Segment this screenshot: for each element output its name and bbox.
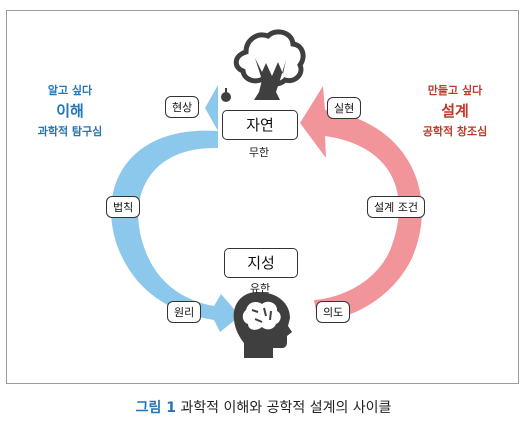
design-text: 만들고 싶다 설계 공학적 창조심 [410, 82, 500, 139]
label-phenomenon: 현상 [165, 96, 200, 118]
tree-with-apple-icon [221, 29, 306, 102]
understanding-line2: 이해 [56, 102, 84, 120]
understanding-text: 알고 싶다 이해 과학적 탐구심 [30, 82, 110, 139]
caption-figure-number: 그림 1 [135, 400, 176, 416]
caption-text: 과학적 이해와 공학적 설계의 사이클 [180, 400, 392, 416]
design-arrow [300, 86, 422, 322]
label-law: 법칙 [106, 196, 141, 218]
label-design-condition: 설계 조건 [367, 196, 425, 218]
label-principle: 원리 [167, 301, 202, 323]
label-reality: 실현 [327, 97, 362, 119]
understanding-line3: 과학적 탐구심 [37, 125, 103, 138]
understanding-arrow [111, 85, 241, 332]
head-brain-icon [233, 292, 292, 358]
design-line1: 만들고 싶다 [427, 84, 483, 97]
understanding-line1: 알고 싶다 [47, 84, 93, 97]
design-line2: 설계 [441, 102, 469, 120]
label-intention: 의도 [316, 301, 351, 323]
nature-box: 자연 [222, 110, 298, 140]
intellect-sub: 유한 [249, 282, 271, 295]
figure-caption: 그림 1 과학적 이해와 공학적 설계의 사이클 [0, 397, 527, 417]
nature-sub: 무한 [248, 146, 270, 159]
intellect-box: 지성 [224, 248, 298, 278]
design-line3: 공학적 창조심 [422, 125, 488, 138]
